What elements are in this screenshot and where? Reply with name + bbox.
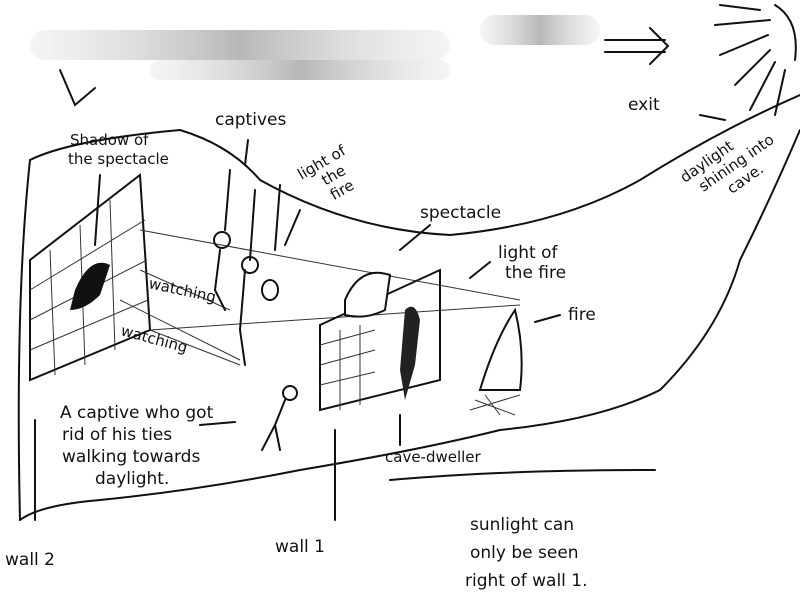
- label-shadow-1: Shadow of: [70, 131, 149, 149]
- wall-1-drawing: [319, 268, 441, 412]
- label-freed-1: A captive who got: [60, 403, 214, 423]
- label-wall-1: wall 1: [275, 537, 325, 557]
- sun-icon: [714, 4, 797, 116]
- label-watching-1: watching: [147, 274, 218, 306]
- freed-captive-drawing: [261, 385, 298, 451]
- annotation-arrows: [34, 114, 726, 521]
- label-light-fire-2a: light of: [498, 243, 558, 263]
- label-light-fire-2b: the fire: [505, 263, 566, 283]
- wind-arrow-icon: [604, 27, 670, 65]
- label-freed-4: daylight.: [95, 469, 169, 489]
- sky-streaks: [30, 15, 670, 107]
- label-captives: captives: [215, 110, 286, 130]
- label-sunlight-2: only be seen: [470, 543, 579, 563]
- cave-outline: [29, 94, 800, 237]
- down-arrow-icon: [59, 69, 96, 107]
- wall-2-drawing: [29, 173, 152, 382]
- captives-drawing: [213, 169, 281, 366]
- label-fire: fire: [568, 305, 596, 325]
- fire-icon: [469, 307, 523, 416]
- label-wall-2: wall 2: [5, 550, 55, 570]
- label-freed-2: rid of his ties: [62, 425, 172, 445]
- label-exit: exit: [628, 95, 660, 115]
- label-spectacle: spectacle: [420, 203, 501, 223]
- label-freed-3: walking towards: [62, 447, 200, 467]
- label-sunlight-1: sunlight can: [470, 515, 574, 535]
- label-shadow-2: the spectacle: [68, 150, 169, 168]
- label-cave-dweller: cave-dweller: [385, 448, 482, 466]
- label-sunlight-3: right of wall 1.: [465, 571, 588, 591]
- label-watching-2: watching: [119, 321, 190, 356]
